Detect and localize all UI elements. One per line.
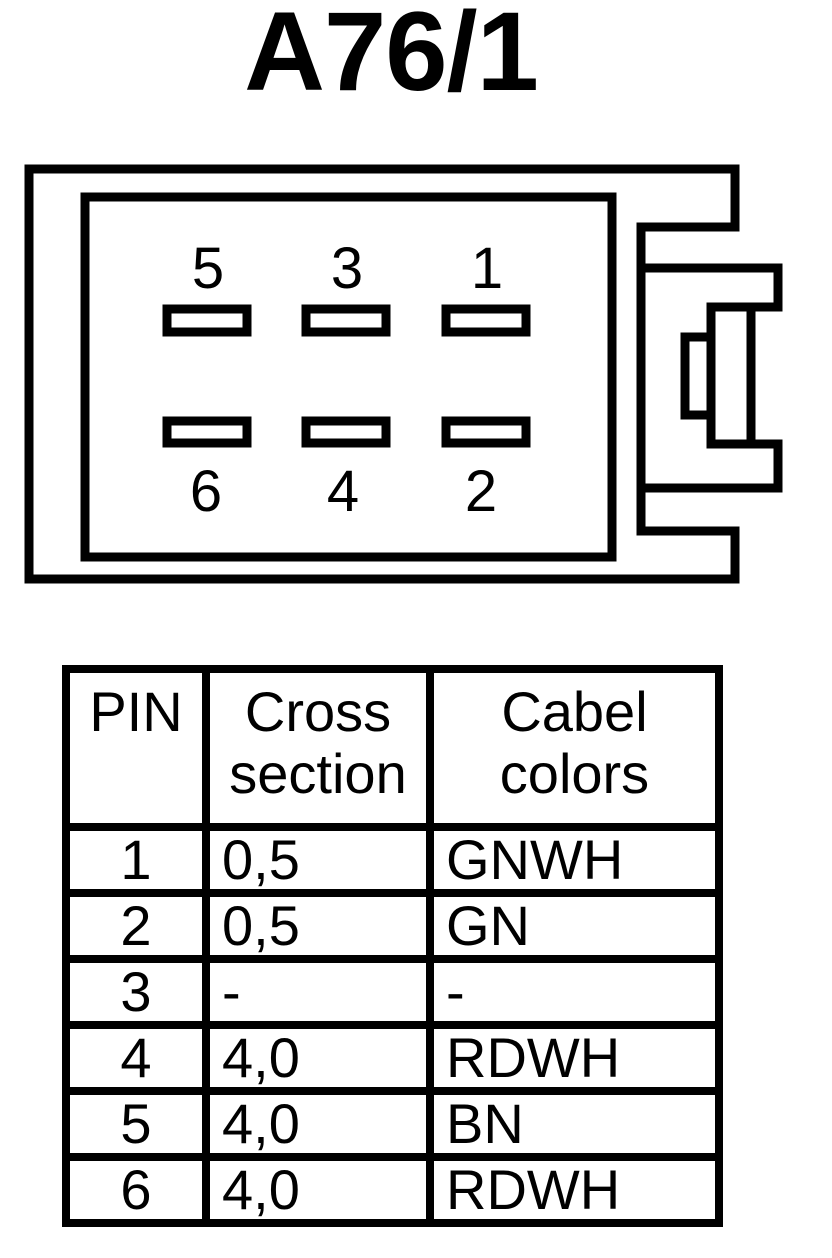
table-header-cable-colors: Cabel colors xyxy=(426,665,723,831)
pin-slot-3 xyxy=(301,304,391,337)
cell-pin: 6 xyxy=(62,1153,210,1227)
cell-cable-color: GNWH xyxy=(426,823,723,897)
page-title: A76/1 xyxy=(244,0,539,114)
connector-face xyxy=(80,192,617,562)
cell-cross-section: 4,0 xyxy=(202,1087,434,1161)
cell-pin: 2 xyxy=(62,889,210,963)
pin-label-2: 2 xyxy=(465,459,497,524)
cell-cross-section: 4,0 xyxy=(202,1153,434,1227)
table-row-pin-4: 4 4,0 RDWH xyxy=(62,1021,723,1095)
pin-label-6: 6 xyxy=(190,459,222,524)
cell-cable-color: RDWH xyxy=(426,1153,723,1227)
pin-label-1: 1 xyxy=(471,236,503,301)
cell-cable-color: BN xyxy=(426,1087,723,1161)
cell-cross-section: 0,5 xyxy=(202,889,434,963)
table-row-pin-3: 3 - - xyxy=(62,955,723,1029)
pin-slot-5 xyxy=(162,304,252,337)
cell-cable-color: RDWH xyxy=(426,1021,723,1095)
cell-cross-section: - xyxy=(202,955,434,1029)
table-row-pin-1: 1 0,5 GNWH xyxy=(62,823,723,897)
pinout-table: PIN Cross section Cabel colors 1 0,5 GNW… xyxy=(62,665,723,1227)
pin-slot-6 xyxy=(162,416,252,448)
cell-cable-color: GN xyxy=(426,889,723,963)
pin-label-5: 5 xyxy=(192,236,224,301)
cell-pin: 4 xyxy=(62,1021,210,1095)
table-header-cross-section: Cross section xyxy=(202,665,434,831)
connector-key-tab xyxy=(680,332,711,420)
cell-cross-section: 0,5 xyxy=(202,823,434,897)
table-row-pin-2: 2 0,5 GN xyxy=(62,889,723,963)
cell-cross-section: 4,0 xyxy=(202,1021,434,1095)
connector-key-outline xyxy=(636,263,783,493)
pin-slot-2 xyxy=(441,416,531,448)
cell-pin: 3 xyxy=(62,955,210,1029)
pin-label-4: 4 xyxy=(327,459,359,524)
table-header-pin: PIN xyxy=(62,665,210,831)
pin-label-3: 3 xyxy=(331,236,363,301)
cell-cable-color: - xyxy=(426,955,723,1029)
pin-slot-1 xyxy=(441,304,531,337)
table-row-pin-5: 5 4,0 BN xyxy=(62,1087,723,1161)
cell-pin: 1 xyxy=(62,823,210,897)
cell-pin: 5 xyxy=(62,1087,210,1161)
pin-slot-4 xyxy=(301,416,391,448)
table-header-row: PIN Cross section Cabel colors xyxy=(62,665,723,831)
table-row-pin-6: 6 4,0 RDWH xyxy=(62,1153,723,1227)
